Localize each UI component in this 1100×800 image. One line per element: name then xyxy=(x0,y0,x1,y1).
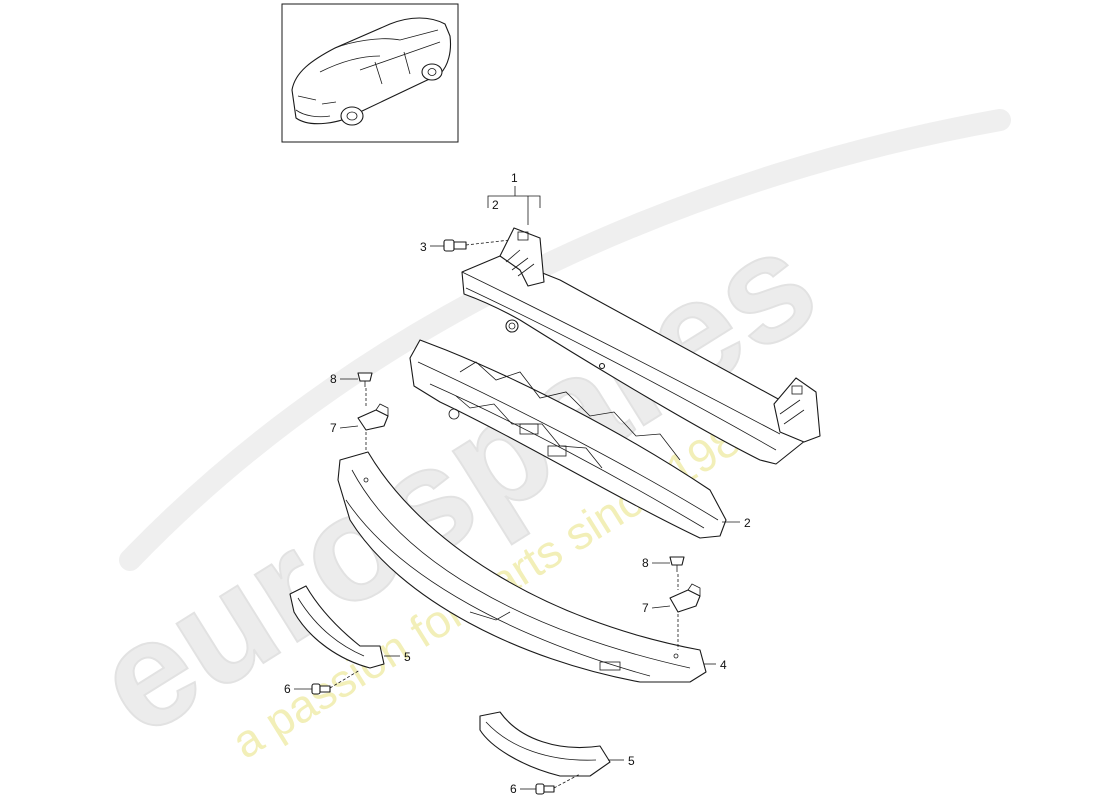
bracket-part-5-upper: 5 6 xyxy=(284,585,411,696)
callout-3: 3 xyxy=(420,240,427,254)
watermark-brand: eurospares xyxy=(68,196,843,767)
car-overview-icon xyxy=(291,17,452,126)
callout-6-upper: 6 xyxy=(284,682,291,696)
crossmember-part-1 xyxy=(461,227,821,465)
car-thumbnail[interactable] xyxy=(281,3,459,143)
callout-8-right: 8 xyxy=(642,556,649,570)
clip-sensor-right: 8 7 xyxy=(642,556,701,650)
bolt-part-3: 3 xyxy=(420,239,511,254)
callout-7-right: 7 xyxy=(642,601,649,615)
absorber-part-2: 2 xyxy=(409,339,751,539)
clip-sensor-left: 8 7 xyxy=(330,372,389,470)
callout-2-right: 2 xyxy=(744,516,751,530)
callout-5-lower: 5 xyxy=(628,754,635,768)
callout-7-left: 7 xyxy=(330,421,337,435)
callout-4: 4 xyxy=(720,658,727,672)
callout-8-left: 8 xyxy=(330,372,337,386)
bracket-part-5-lower: 5 6 xyxy=(479,711,635,796)
carrier-part-4: 4 xyxy=(337,451,727,683)
callout-2-top: 2 xyxy=(492,198,499,212)
callout-6-lower: 6 xyxy=(510,782,517,796)
callout-1: 1 xyxy=(511,171,518,185)
callout-1-group: 1 2 xyxy=(487,171,541,225)
callout-5-upper: 5 xyxy=(404,650,411,664)
